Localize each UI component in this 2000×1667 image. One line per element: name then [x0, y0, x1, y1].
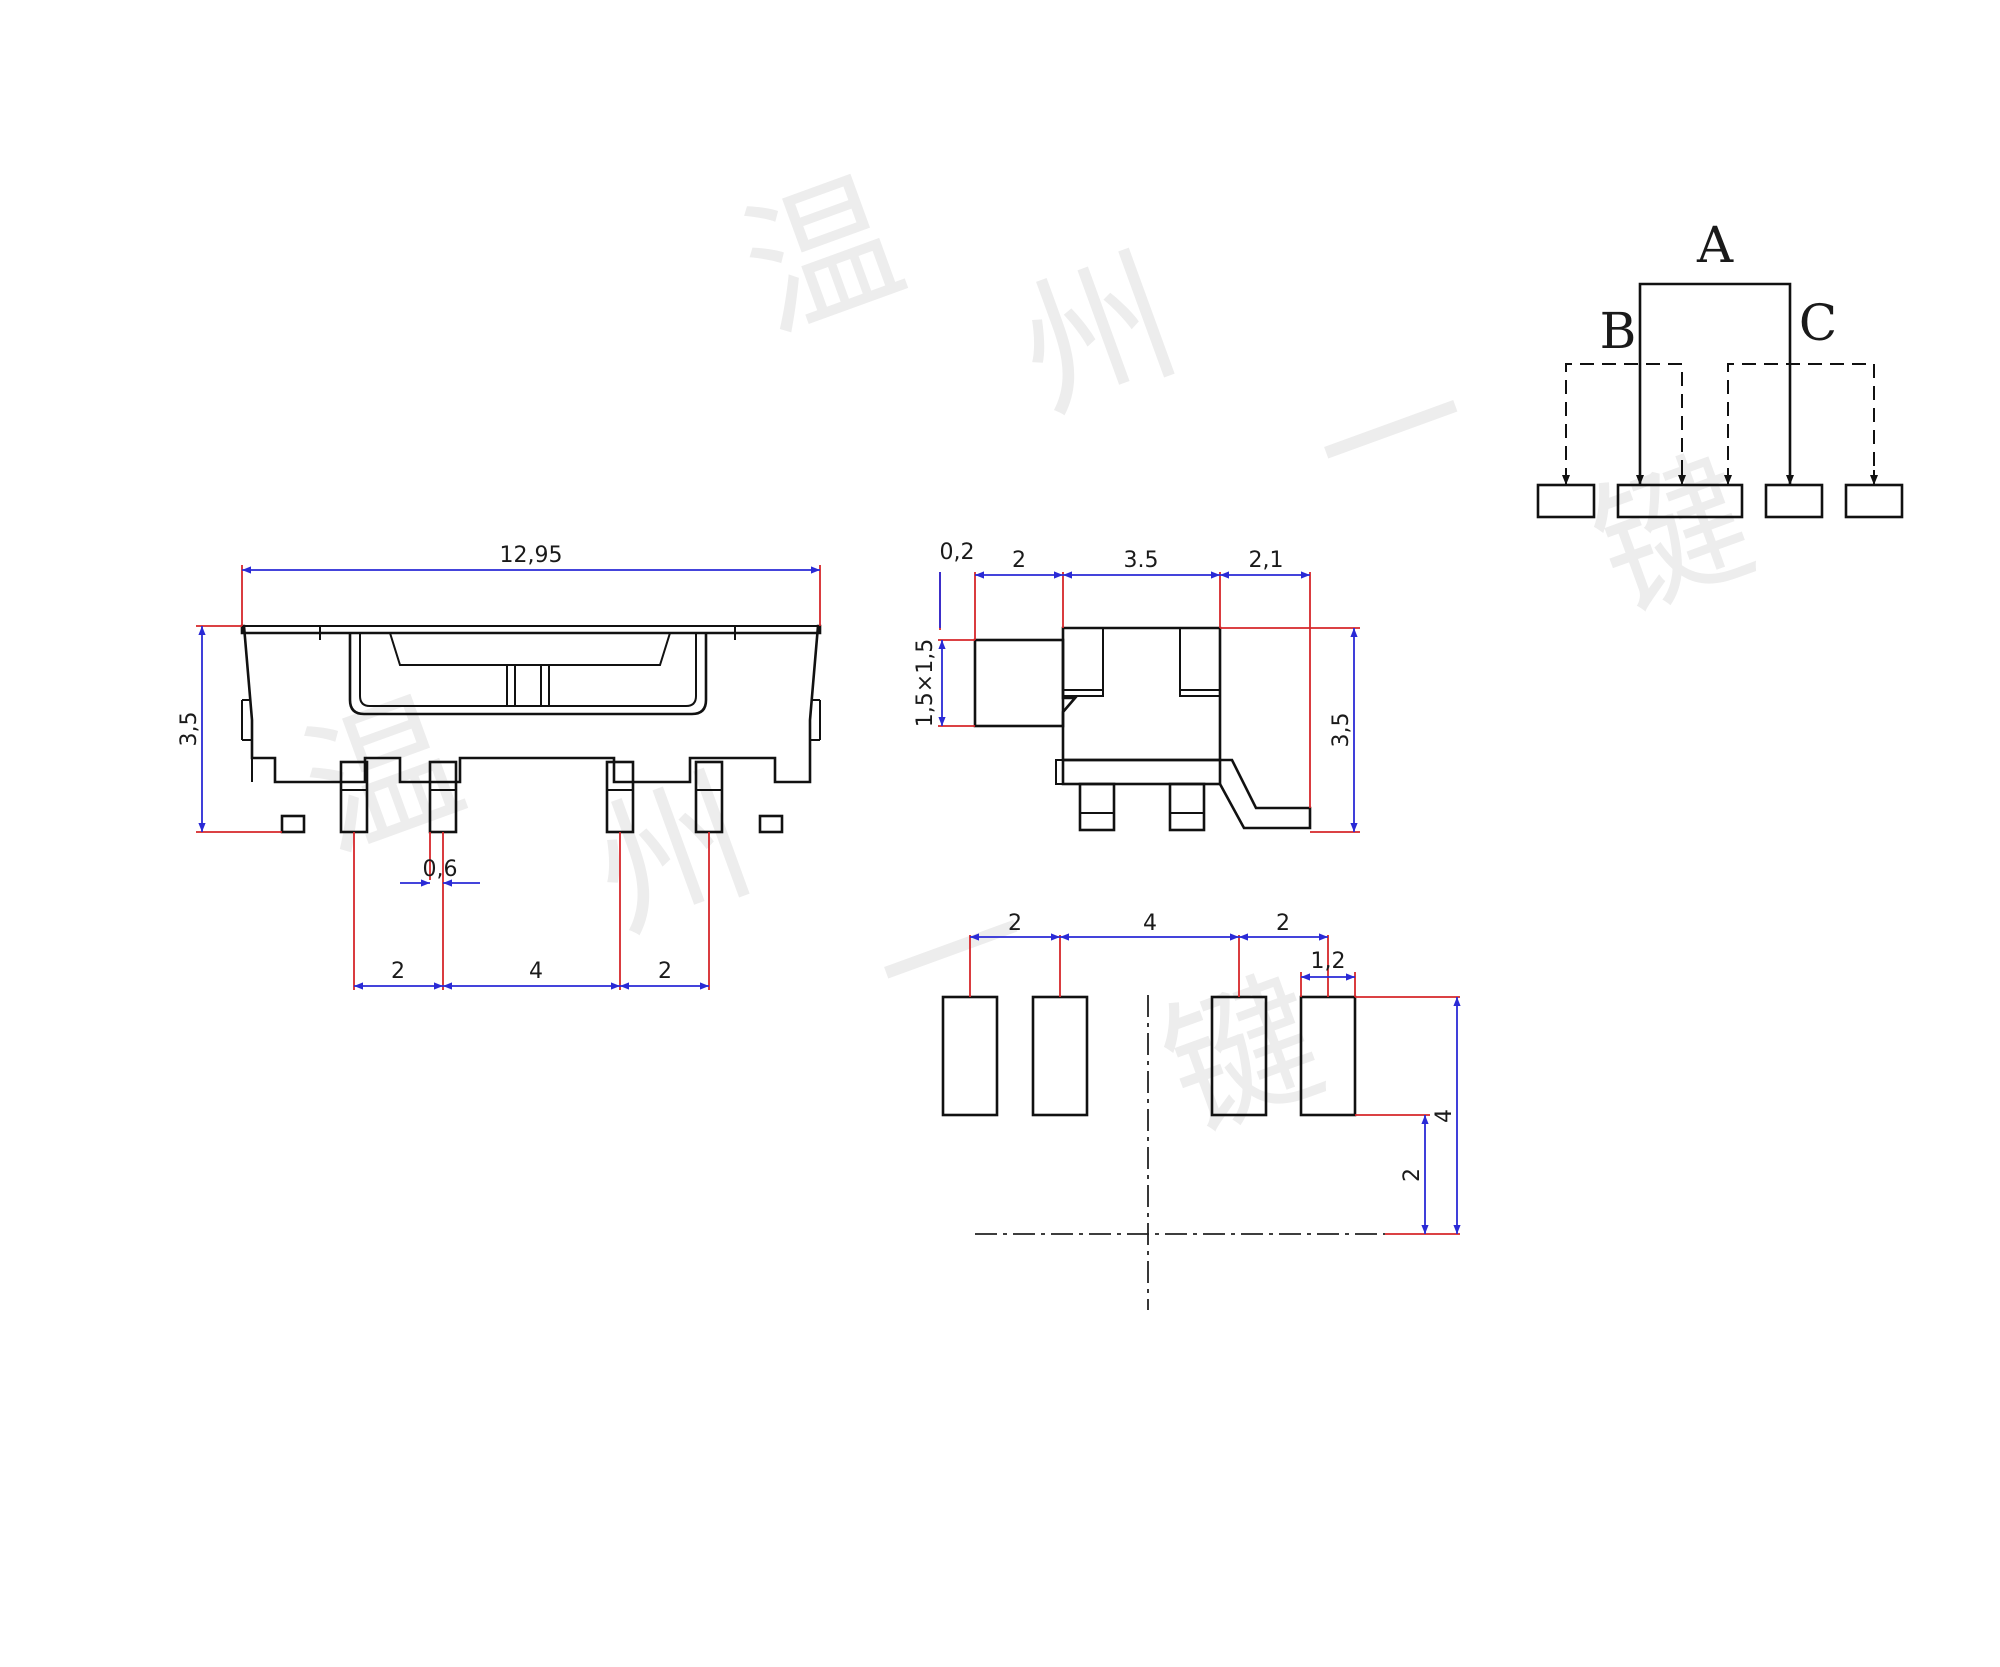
side-knob-size-label: 1,5×1,5 [913, 639, 938, 727]
pcb-layout: 2 4 2 1,2 4 2 [941, 911, 1461, 1310]
side-body-outline [973, 626, 1312, 832]
side-extension-lines [938, 572, 1360, 833]
front-extension-lines [196, 565, 821, 990]
side-knob-depth-label: 2 [1012, 548, 1026, 573]
front-width-label: 12,95 [500, 543, 563, 568]
front-pin-width-label: 0,6 [423, 857, 458, 882]
watermark-char: 键 [1573, 429, 1773, 644]
watermark-char: 一 [853, 849, 1053, 1064]
front-pitch-right-label: 2 [658, 959, 672, 984]
side-body-depth-label: 3.5 [1124, 548, 1159, 573]
watermark-char: 温 [723, 149, 923, 364]
pcb-offset-label: 2 [1400, 1168, 1425, 1182]
side-offset-label: 0,2 [940, 540, 975, 565]
front-pitch-left-label: 2 [391, 959, 405, 984]
pcb-center-lines [975, 995, 1385, 1310]
watermark: 温 州 一 键 温 州 一 键 [283, 149, 1773, 1164]
side-lead-label: 2,1 [1249, 548, 1284, 573]
schematic-lines [1562, 282, 1878, 485]
side-height-label: 3,5 [1329, 713, 1354, 748]
switch-schematic: A B C [1536, 216, 1904, 519]
pcb-pitch-left-label: 2 [1008, 911, 1022, 936]
front-height-label: 3,5 [177, 712, 202, 747]
schematic-label-b: B [1600, 302, 1637, 360]
pcb-pad-height-label: 4 [1432, 1109, 1457, 1123]
watermark-char: 一 [1293, 329, 1493, 544]
front-dimension-lines [198, 566, 820, 990]
watermark-char: 州 [998, 229, 1198, 444]
watermark-char: 温 [283, 669, 483, 884]
pcb-pitch-right-label: 2 [1276, 911, 1290, 936]
pcb-dimension-lines [970, 933, 1461, 1234]
pcb-pad-width-label: 1,2 [1311, 949, 1346, 974]
side-view: 0,2 2 3.5 2,1 1,5×1,5 3,5 [913, 540, 1360, 833]
side-dimension-lines [938, 571, 1358, 832]
schematic-label-a: A [1696, 216, 1734, 274]
front-pitch-mid-label: 4 [529, 959, 543, 984]
front-view: 12,95 3,5 0,6 2 4 2 [177, 543, 822, 990]
watermark-char: 键 [1143, 949, 1343, 1164]
pcb-extension-lines [969, 935, 1460, 1235]
schematic-label-c: C [1799, 294, 1837, 352]
front-body-outline [240, 624, 822, 784]
pcb-pitch-mid-label: 4 [1143, 911, 1157, 936]
